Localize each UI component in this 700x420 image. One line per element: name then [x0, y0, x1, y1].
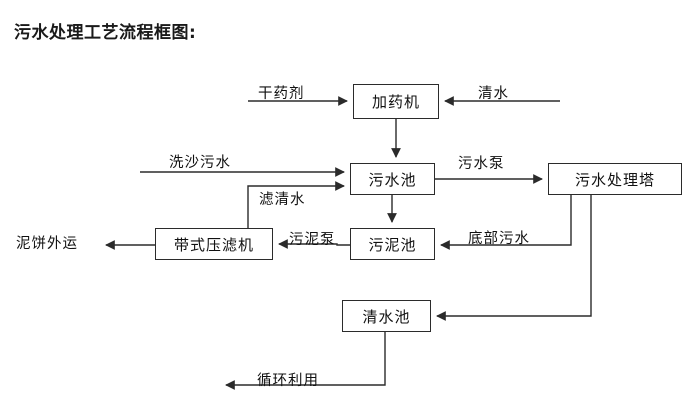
edge-label-mud-cake-export: 泥饼外运 [16, 236, 78, 252]
edge-label-sewage-pump: 污水泵 [458, 156, 505, 172]
edge-label-sand-wash-sewage: 洗沙污水 [169, 155, 231, 171]
edge-label-filtrate-water: 滤清水 [259, 192, 306, 208]
edge-label-sludge-pump: 污泥泵 [289, 232, 336, 248]
edge-tower-bottom-to-sludge-pool [440, 195, 572, 250]
node-sludge-pool[interactable]: 污泥池 [350, 228, 435, 260]
node-dosing-machine[interactable]: 加药机 [353, 84, 439, 119]
node-sludge-pool-label: 污泥池 [368, 235, 417, 254]
node-sewage-pool-label: 污水池 [368, 170, 417, 189]
node-treatment-tower-label: 污水处理塔 [574, 170, 655, 189]
edge-sludge-pool-to-filter-press [278, 239, 350, 249]
node-sewage-pool[interactable]: 污水池 [350, 163, 435, 195]
node-clean-water-pool-label: 清水池 [362, 307, 411, 326]
edge-clean-water-pool-to-recycle [225, 332, 386, 390]
node-clean-water-pool[interactable]: 清水池 [342, 300, 431, 332]
node-treatment-tower[interactable]: 污水处理塔 [548, 163, 682, 195]
edge-label-clean-water-in: 清水 [478, 86, 509, 102]
page-title: 污水处理工艺流程框图: [14, 23, 197, 43]
edge-label-recycle-reuse: 循环利用 [257, 373, 319, 389]
edge-label-bottom-sewage: 底部污水 [468, 231, 530, 247]
node-belt-filter-press[interactable]: 带式压滤机 [155, 228, 273, 260]
edge-tower-to-clean-water-pool [436, 195, 592, 321]
node-belt-filter-press-label: 带式压滤机 [173, 235, 254, 254]
edge-filtrate-to-sewage-pool [247, 181, 345, 228]
node-dosing-machine-label: 加药机 [371, 93, 420, 111]
edge-label-dry-chemical: 干药剂 [258, 86, 305, 102]
